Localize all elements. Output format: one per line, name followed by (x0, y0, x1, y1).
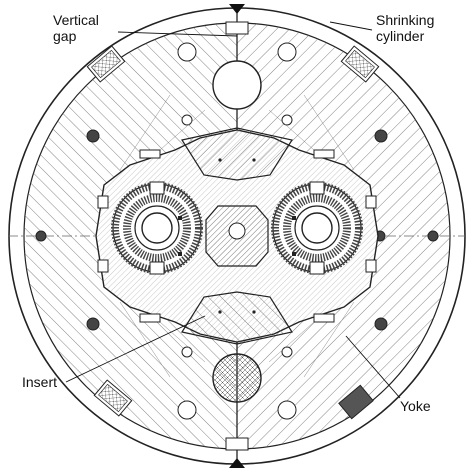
busbar-pack-bottom-left (93, 379, 133, 417)
shrinking-cylinder-label-line1: Shrinking (376, 12, 435, 28)
vertical-gap-label-line2: gap (53, 28, 77, 44)
left-coil-aperture (111, 181, 203, 275)
collar-pins (178, 158, 296, 314)
upper-insert (181, 127, 293, 181)
busbar-pack-top-left (86, 45, 126, 83)
shrinking-cylinder-label: Shrinking cylinder (376, 12, 434, 44)
vertical-gap-label-line1: Vertical (53, 12, 99, 28)
tie-rod-holes (177, 42, 297, 420)
shrinking-cylinder-label-line2: cylinder (376, 28, 425, 44)
bottom-key (225, 437, 249, 451)
vertical-gap-label: Vertical gap (53, 12, 99, 44)
lower-insert (181, 291, 293, 345)
central-rod (228, 222, 246, 240)
insert-label: Insert (22, 374, 57, 390)
yoke-label-text: Yoke (400, 398, 431, 414)
top-notch (229, 4, 245, 14)
collar-slots (97, 149, 377, 323)
upper-bore-hole (212, 60, 262, 110)
leader-lines (65, 21, 401, 399)
top-key (225, 21, 249, 35)
right-coil-aperture (271, 181, 363, 275)
busbar-pack-top-right (340, 45, 380, 83)
yoke-label: Yoke (400, 398, 431, 414)
insert-label-text: Insert (22, 374, 58, 390)
bottom-notch (229, 458, 245, 468)
construction-lines (119, 94, 355, 378)
dark-pin-holes (35, 129, 439, 331)
lower-bore-rod (212, 353, 262, 403)
busbar-pack-bottom-right (338, 384, 374, 420)
